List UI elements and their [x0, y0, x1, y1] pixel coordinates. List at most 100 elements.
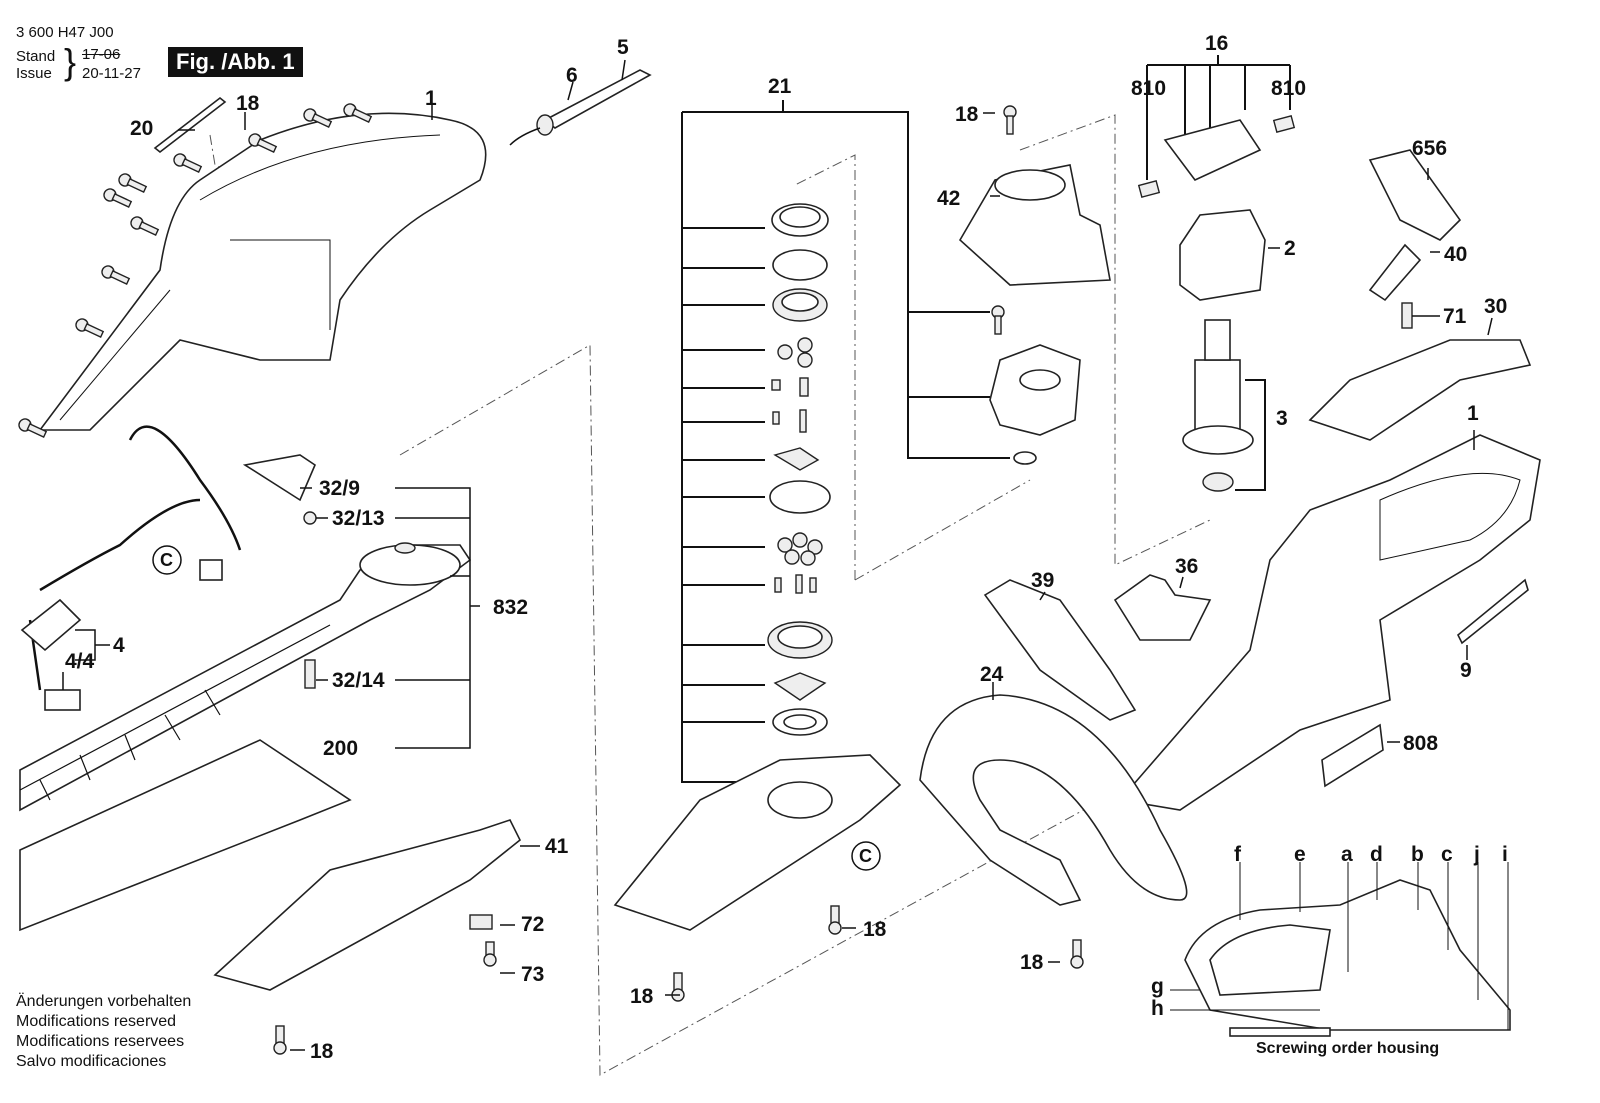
callout-1: 1 — [1467, 402, 1479, 425]
callout-24: 24 — [980, 663, 1004, 686]
bottom-housing-41 — [213, 819, 522, 991]
callout-16: 16 — [1205, 32, 1229, 55]
screwing-order-inset — [1170, 862, 1511, 1037]
callout-32-14: 32/14 — [332, 669, 385, 692]
handle-30 — [1308, 339, 1532, 441]
callout-bracket-21 — [681, 100, 1010, 783]
callout-200: 200 — [323, 737, 359, 760]
callout-6: 6 — [566, 64, 578, 87]
callout-72: 72 — [521, 913, 545, 936]
screwing-order-caption: Screwing order housing — [1256, 1040, 1440, 1057]
screw-18 — [828, 905, 842, 935]
screw-18 — [1003, 105, 1017, 135]
callout-810: 810 — [1271, 77, 1307, 100]
stand-date: 17-06 — [82, 46, 121, 63]
label-strip-9 — [1456, 578, 1529, 645]
screw — [991, 305, 1005, 335]
callout-71: 71 — [1443, 305, 1467, 328]
part-32-9 — [242, 454, 316, 502]
note-line: Salvo modificaciones — [16, 1053, 167, 1070]
screw-order-letter: b — [1411, 843, 1424, 866]
screw-order-letter: c — [1441, 843, 1453, 866]
screw-order-letter: h — [1151, 997, 1164, 1020]
screw-order-letter: e — [1294, 843, 1306, 866]
callout-2: 2 — [1284, 237, 1296, 260]
stand-label: Stand — [16, 48, 56, 65]
callout-36: 36 — [1175, 555, 1199, 578]
callout-1: 1 — [425, 87, 437, 110]
callout-18: 18 — [863, 918, 887, 941]
screw-order-letter: j — [1474, 843, 1480, 866]
callout-18: 18 — [630, 985, 654, 1008]
issue-date: 20-11-27 — [82, 65, 141, 82]
screw-order-letter: g — [1151, 975, 1164, 998]
label-808 — [1321, 723, 1384, 788]
part-40 — [1368, 243, 1422, 302]
callout-9: 9 — [1460, 659, 1472, 682]
stator-2 — [1179, 209, 1266, 301]
callout-4: 4 — [113, 634, 125, 657]
callout-4-4: 4/4 — [65, 650, 95, 673]
assembly-axis-line — [399, 344, 1121, 1076]
screw-18 — [1070, 939, 1084, 969]
screw-group — [18, 103, 373, 438]
armature-3 — [1182, 319, 1266, 492]
screw-order-letter: i — [1502, 843, 1508, 866]
part-72 — [469, 914, 493, 930]
callout-73: 73 — [521, 963, 545, 986]
assembly-axis-line — [794, 154, 1031, 581]
part-656 — [1368, 149, 1462, 241]
callout-39: 39 — [1031, 569, 1055, 592]
note-line: Modifications reserved — [16, 1013, 177, 1030]
reference-circle-c — [851, 841, 881, 871]
screw-order-letter: f — [1234, 843, 1241, 866]
callout-810: 810 — [1131, 77, 1167, 100]
callout-32-13: 32/13 — [332, 507, 385, 530]
reference-label-c: C — [160, 550, 173, 570]
blade-assembly — [19, 542, 472, 812]
front-handle-24 — [919, 694, 1188, 906]
gear-housing-base — [613, 754, 902, 931]
callout-808: 808 — [1403, 732, 1439, 755]
wiring-harness — [20, 425, 242, 711]
power-cable-plug — [509, 69, 652, 146]
gear-stack-21 — [767, 203, 833, 736]
callout-18: 18 — [1020, 951, 1044, 974]
callout-20: 20 — [130, 117, 154, 140]
screw-18 — [671, 972, 685, 1002]
screw-order-letter: d — [1370, 843, 1383, 866]
part-number: 3 600 H47 J00 — [16, 24, 114, 41]
screw-18 — [273, 1025, 287, 1055]
callout-5: 5 — [617, 36, 629, 59]
reference-circle-c — [152, 545, 182, 575]
callout-832: 832 — [493, 596, 529, 619]
callout-3: 3 — [1276, 407, 1288, 430]
reference-label-c: C — [859, 846, 872, 866]
figure-badge: Fig. /Abb. 1 — [168, 47, 303, 77]
issue-label: Issue — [16, 65, 52, 82]
part-36 — [1113, 574, 1212, 641]
callout-42: 42 — [937, 187, 961, 210]
brush-holder-16 — [1137, 55, 1296, 198]
callout-18: 18 — [310, 1040, 334, 1063]
part-39 — [983, 579, 1137, 721]
callout-18: 18 — [236, 92, 260, 115]
label-strip-20 — [153, 96, 227, 154]
housing-left-half — [38, 112, 487, 431]
assembly-axis-line — [1019, 114, 1211, 566]
callout-32-9: 32/9 — [319, 477, 360, 500]
bolt-32-14 — [304, 659, 316, 689]
callout-41: 41 — [545, 835, 569, 858]
callout-656: 656 — [1412, 137, 1448, 160]
housing-right-half — [1118, 434, 1541, 811]
note-line: Änderungen vorbehalten — [16, 993, 192, 1010]
brace-icon: } — [64, 41, 77, 82]
screw-73 — [483, 941, 497, 967]
nut-32-13 — [303, 511, 317, 525]
callout-40: 40 — [1444, 243, 1468, 266]
callout-30: 30 — [1484, 295, 1508, 318]
note-line: Modifications reservees — [16, 1033, 185, 1050]
spring-71 — [1401, 302, 1413, 329]
blade-guard-200 — [19, 739, 352, 932]
